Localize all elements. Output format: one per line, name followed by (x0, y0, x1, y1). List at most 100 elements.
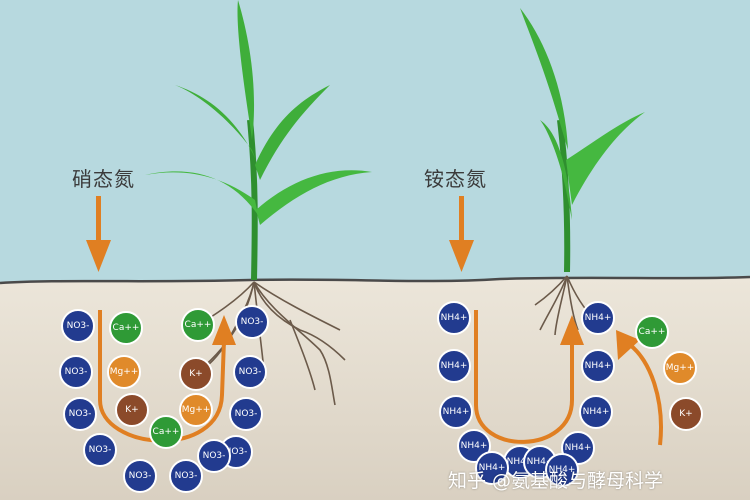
ion-circle (107, 355, 141, 389)
right-label-ammonium-nitrogen: 铵态氮 (424, 167, 487, 191)
ion-label: NH4+ (583, 407, 610, 417)
ion-circle (579, 395, 613, 429)
right-ion-magnesium: Mg++ (663, 351, 697, 385)
left-ion-nitrate: NO3- (61, 309, 95, 343)
ion-circle (663, 351, 697, 385)
right-ion-ammonium: NH4+ (581, 349, 615, 383)
ion-label: K+ (679, 409, 692, 419)
soil-surface-line (0, 275, 750, 285)
ion-label: K+ (125, 405, 138, 415)
left-ion-nitrate: NO3- (169, 459, 203, 493)
left-label-nitrate-nitrogen: 硝态氮 (72, 167, 135, 191)
ion-label: NO3- (241, 317, 264, 327)
ion-label: Ca++ (185, 320, 212, 330)
ion-circle (181, 308, 215, 342)
right-ion-group: NH4+NH4+NH4+NH4+NH4+NH4+NH4+NH4+NH4+NH4+… (437, 301, 703, 487)
left-ion-group: NO3-NO3-NO3-NO3-NO3-NO3-NO3-NO3-NO3-NO3-… (59, 305, 269, 493)
left-ion-nitrate: NO3- (197, 439, 231, 473)
ion-circle (439, 395, 473, 429)
left-ion-nitrate: NO3- (235, 305, 269, 339)
ion-circle (635, 315, 669, 349)
left-ion-magnesium: Mg++ (179, 393, 213, 427)
ion-circle (437, 301, 471, 335)
ion-label: NO3- (225, 447, 248, 457)
left-ion-nitrate: NO3- (229, 397, 263, 431)
ion-label: NO3- (175, 471, 198, 481)
ion-label: NH4+ (441, 361, 468, 371)
ion-label: Ca++ (153, 427, 180, 437)
right-ion-ammonium: NH4+ (457, 429, 491, 463)
ion-circle (581, 301, 615, 335)
left-ion-potassium: K+ (115, 393, 149, 427)
right-roots (534, 275, 596, 336)
ion-label: Ca++ (113, 323, 140, 333)
ion-label: NO3- (203, 451, 226, 461)
ion-label: NO3- (235, 409, 258, 419)
ion-label: NH4+ (585, 361, 612, 371)
left-ion-nitrate: NO3- (83, 433, 117, 467)
ion-label: Ca++ (639, 327, 666, 337)
right-ion-ammonium: NH4+ (437, 301, 471, 335)
right-u-arrowhead (560, 315, 584, 345)
ion-circle (457, 429, 491, 463)
right-side-arrowhead (616, 330, 640, 360)
ion-circle (197, 439, 231, 473)
ion-circle (475, 451, 509, 485)
ion-label: Mg++ (182, 405, 211, 415)
right-ion-ammonium: NH4+ (437, 349, 471, 383)
ion-label: NH4+ (479, 463, 506, 473)
ion-label: NO3- (239, 367, 262, 377)
ion-label: NH4+ (585, 313, 612, 323)
right-ion-ammonium: NH4+ (475, 451, 509, 485)
right-ion-ammonium: NH4+ (581, 301, 615, 335)
right-input-arrow (449, 196, 474, 272)
left-ion-magnesium: Mg++ (107, 355, 141, 389)
ion-label: Mg++ (666, 363, 695, 373)
ion-circle (233, 355, 267, 389)
ion-label: NH4+ (461, 441, 488, 451)
ion-circle (109, 311, 143, 345)
ion-label: NH4+ (527, 457, 554, 467)
left-u-arrowhead (212, 315, 236, 345)
right-ion-ammonium: NH4+ (545, 453, 579, 487)
right-u-flow-arrow (474, 310, 574, 444)
left-ion-calcium: Ca++ (149, 415, 183, 449)
ion-circle (229, 397, 263, 431)
left-input-arrow (86, 196, 111, 272)
left-ion-nitrate: NO3- (63, 397, 97, 431)
ion-circle (59, 355, 93, 389)
right-ion-potassium: K+ (669, 397, 703, 431)
left-plant (145, 0, 372, 281)
ion-label: NO3- (65, 367, 88, 377)
ion-circle (545, 453, 579, 487)
ion-circle (581, 349, 615, 383)
right-side-arrow (628, 343, 663, 446)
ion-circle (179, 393, 213, 427)
ion-label: NH4+ (565, 443, 592, 453)
right-ion-calcium: Ca++ (635, 315, 669, 349)
left-ion-nitrate: NO3- (59, 355, 93, 389)
ion-circle (179, 357, 213, 391)
ion-label: NH4+ (507, 457, 534, 467)
ion-circle (115, 393, 149, 427)
right-ion-ammonium: NH4+ (579, 395, 613, 429)
ion-label: NO3- (89, 445, 112, 455)
left-ion-calcium: Ca++ (109, 311, 143, 345)
ion-label: NO3- (129, 471, 152, 481)
ion-circle (669, 397, 703, 431)
ion-circle (83, 433, 117, 467)
ion-circle (149, 415, 183, 449)
left-ion-calcium: Ca++ (181, 308, 215, 342)
ion-label: NO3- (67, 321, 90, 331)
ion-circle (169, 459, 203, 493)
left-ion-nitrate: NO3- (233, 355, 267, 389)
ion-label: Mg++ (110, 367, 139, 377)
ion-circle (235, 305, 269, 339)
left-ion-nitrate: NO3- (123, 459, 157, 493)
watermark: 知乎 @氨基酸与酵母科学 (448, 470, 664, 492)
ion-circle (437, 349, 471, 383)
right-plant (520, 8, 645, 273)
ion-label: K+ (189, 369, 202, 379)
